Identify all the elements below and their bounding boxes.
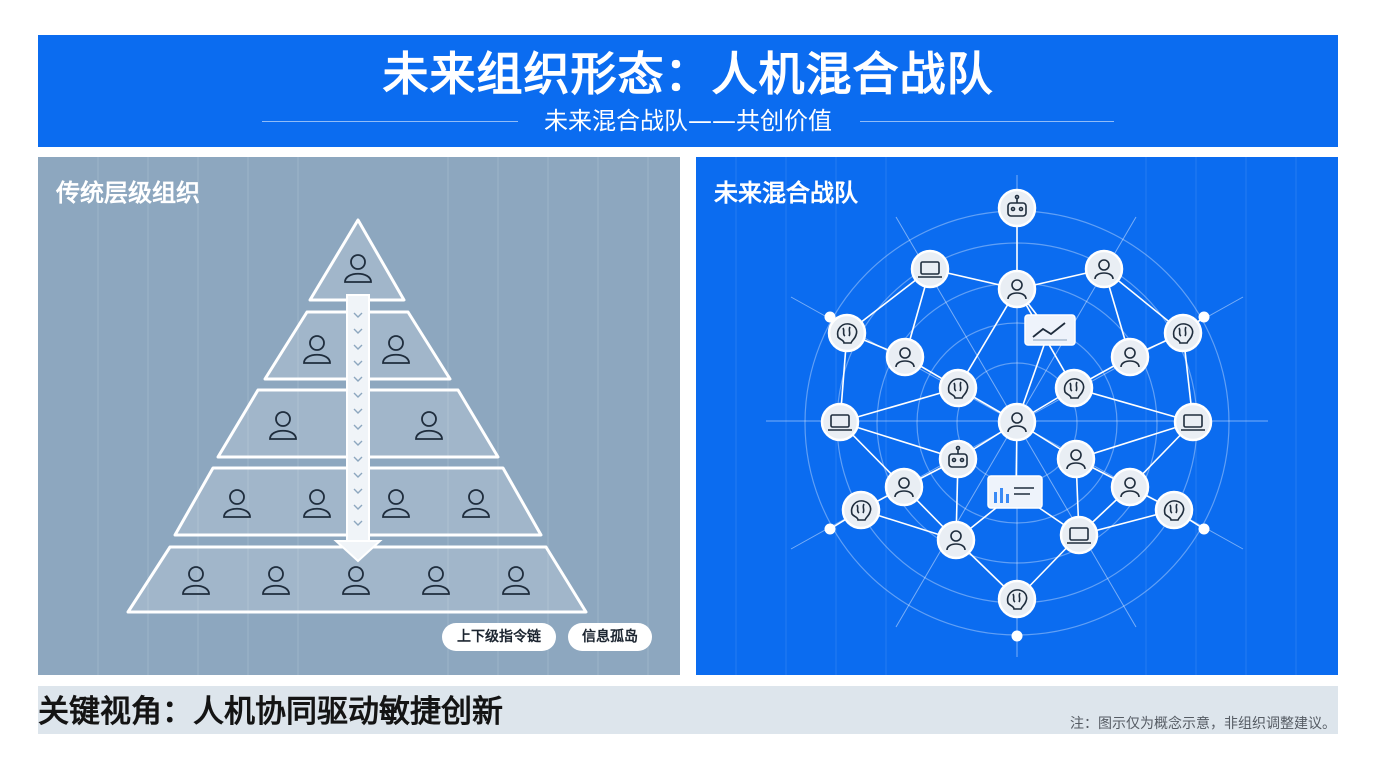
hybrid-team-label: 未来混合战队 xyxy=(714,179,858,207)
person-icon xyxy=(182,566,210,595)
hierarchy-diagram xyxy=(97,157,649,675)
tag-command-chain: 上下级指令链 xyxy=(442,623,556,651)
person-icon xyxy=(884,467,924,507)
tag-information-silo: 信息孤岛 xyxy=(568,623,652,651)
disclaimer-note: 注：图示仅为概念示意，非组织调整建议。 xyxy=(1070,716,1336,732)
brain-icon xyxy=(841,490,881,530)
person-icon xyxy=(415,411,443,440)
grid-lines xyxy=(97,157,649,675)
brain-icon xyxy=(938,368,978,408)
traditional-hierarchy-panel: 传统层级组织 上下级指令链 信息孤岛 xyxy=(38,157,680,675)
brain-icon xyxy=(1154,490,1194,530)
person-icon xyxy=(344,254,372,283)
person-icon xyxy=(997,269,1037,309)
person-icon xyxy=(1110,337,1150,377)
robot-icon xyxy=(997,188,1037,228)
header-banner xyxy=(38,35,1338,147)
person-icon xyxy=(262,566,290,595)
person-icon xyxy=(223,489,251,518)
card-report-icon xyxy=(987,475,1043,509)
person-icon xyxy=(936,520,976,560)
person-icon xyxy=(997,402,1037,442)
person-icon xyxy=(382,335,410,364)
person-icon xyxy=(342,566,370,595)
page-title: 未来组织形态：人机混合战队 xyxy=(382,47,994,101)
outer-dots xyxy=(824,311,1210,642)
person-icon xyxy=(382,489,410,518)
brain-icon xyxy=(997,579,1037,619)
person-icon xyxy=(269,411,297,440)
traditional-hierarchy-label: 传统层级组织 xyxy=(56,179,200,207)
person-icon xyxy=(303,489,331,518)
laptop-icon xyxy=(820,402,860,442)
grid-lines xyxy=(735,157,1297,675)
laptop-icon xyxy=(1173,402,1213,442)
laptop-icon xyxy=(910,249,950,289)
footer-bar xyxy=(38,686,1338,734)
person-icon xyxy=(502,566,530,595)
pyramid-tier-5 xyxy=(126,545,588,614)
brain-icon xyxy=(827,313,867,353)
brain-icon xyxy=(1163,313,1203,353)
person-icon xyxy=(1110,467,1150,507)
brain-icon xyxy=(1054,368,1094,408)
laptop-icon xyxy=(1059,515,1099,555)
person-icon xyxy=(1056,439,1096,479)
robot-icon xyxy=(938,439,978,479)
person-icon xyxy=(422,566,450,595)
person-icon xyxy=(1084,249,1124,289)
network-nodes xyxy=(820,188,1213,619)
pyramid-tier-1 xyxy=(308,218,406,302)
page-subtitle: 未来混合战队——共创价值 xyxy=(544,107,832,135)
person-icon xyxy=(303,335,331,364)
person-icon xyxy=(462,489,490,518)
card-chart-icon xyxy=(1024,314,1076,346)
subtitle-divider-right xyxy=(860,121,1114,122)
person-icon xyxy=(885,337,925,377)
command-chain-arrow xyxy=(333,294,383,563)
key-insight-text: 关键视角：人机协同驱动敏捷创新 xyxy=(38,694,503,730)
subtitle-divider-left xyxy=(262,121,518,122)
